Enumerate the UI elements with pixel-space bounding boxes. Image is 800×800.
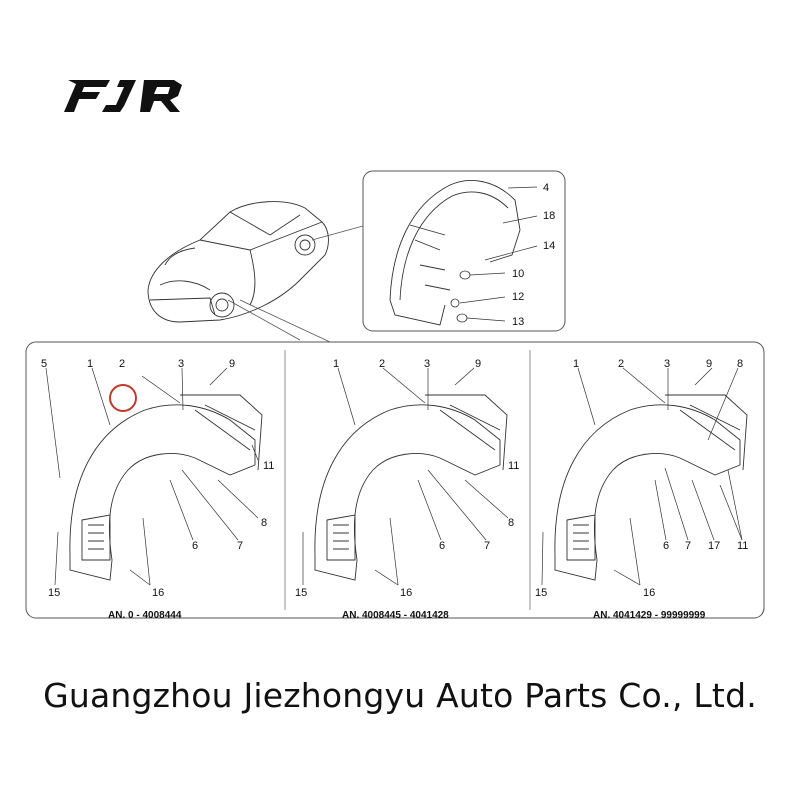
callout-8: 8 [261,517,267,529]
panel-an-4041429-99999999: 1 2 3 9 8 6 7 17 11 15 16 AN. 4041429 - … [535,358,748,621]
car-illustration [147,201,329,323]
detail-callout-13: 13 [512,316,524,328]
panel-title: AN. 4008445 - 4041428 [342,610,449,621]
callout-16: 16 [152,587,164,599]
callout-16: 16 [400,587,412,599]
wheel-liner-detail [389,179,521,326]
callout-6: 6 [192,540,198,552]
callout-9: 9 [475,358,481,370]
callout-16: 16 [643,587,655,599]
callout-1: 1 [87,358,93,370]
callout-15: 15 [535,587,547,599]
connector-line [311,225,364,241]
callout-17: 17 [708,540,720,552]
panel-title: AN. 4041429 - 99999999 [593,610,706,621]
detail-callout-18: 18 [543,210,555,222]
callout-7: 7 [685,540,691,552]
callout-6: 6 [439,540,445,552]
wheel-liner-drawing [69,394,263,581]
detail-callout-4: 4 [543,182,549,194]
company-name: Guangzhou Jiezhongyu Auto Parts Co., Ltd… [43,676,757,715]
panel-an-0-4008444: 5 1 2 3 9 11 8 6 7 15 16 AN. 0 - 4008444 [41,358,274,621]
callout-8: 8 [508,517,514,529]
highlight-circle [109,384,137,412]
callout-11: 11 [737,540,748,552]
callout-7: 7 [484,540,490,552]
callout-3: 3 [424,358,430,370]
callout-15: 15 [295,587,307,599]
callout-3: 3 [664,358,670,370]
callout-2: 2 [618,358,624,370]
panel-title: AN. 0 - 4008444 [108,610,182,621]
panels-frame [25,341,765,619]
callout-2: 2 [119,358,125,370]
callout-9: 9 [229,358,235,370]
callout-11: 11 [263,460,274,472]
callout-9: 9 [706,358,712,370]
connector-line [227,299,301,341]
callout-2: 2 [379,358,385,370]
detail-box: 4 18 14 10 12 13 [362,170,566,332]
callout-3: 3 [178,358,184,370]
callout-15: 15 [48,587,60,599]
connector-line [239,299,331,343]
callout-8: 8 [737,358,743,370]
callout-1: 1 [573,358,579,370]
detail-callout-14: 14 [543,240,555,252]
callout-5: 5 [41,358,47,370]
callout-7: 7 [237,540,243,552]
company-logo [62,72,192,122]
wheel-liner-drawing [314,394,508,581]
callout-11: 11 [508,460,519,472]
callout-6: 6 [663,540,669,552]
detail-callout-10: 10 [512,268,524,280]
detail-callout-12: 12 [512,291,524,303]
callout-1: 1 [333,358,339,370]
panel-an-4008445-4041428: 1 2 3 9 11 8 6 7 15 16 AN. 4008445 - 404… [295,358,519,621]
wheel-liner-drawing [554,394,748,581]
fjr-logo-icon [64,80,182,112]
